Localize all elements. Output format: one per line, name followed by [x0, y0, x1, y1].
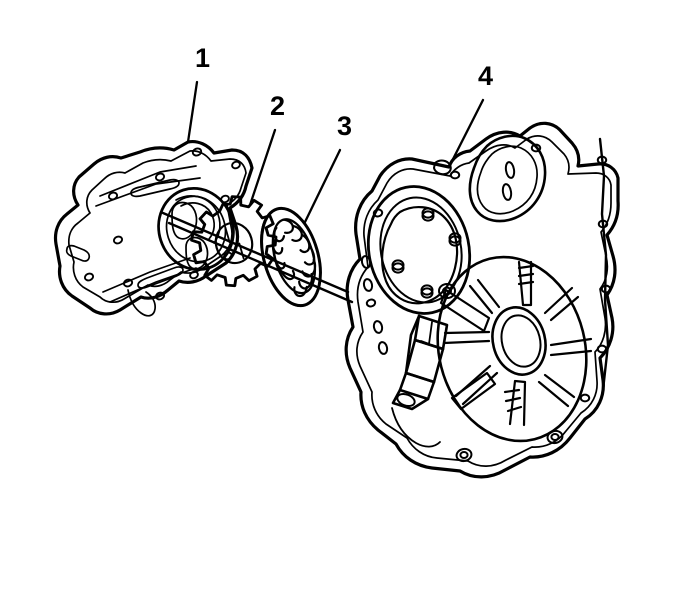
leader-line-4 — [447, 98, 485, 169]
leader-line-2 — [248, 128, 277, 207]
part-oil-pump-housing — [53, 139, 254, 317]
part-outer-rotor — [260, 206, 322, 308]
callout-label-3: 3 — [337, 111, 353, 141]
part-inner-drive-gear — [190, 195, 278, 288]
callout-label-4: 4 — [478, 61, 494, 91]
part-engine-front-cover — [344, 121, 620, 479]
callout-label-1: 1 — [195, 43, 211, 73]
callout-label-2: 2 — [270, 91, 286, 121]
leader-lines — [186, 80, 485, 224]
leader-line-3 — [303, 148, 342, 224]
leader-line-1 — [186, 80, 199, 144]
